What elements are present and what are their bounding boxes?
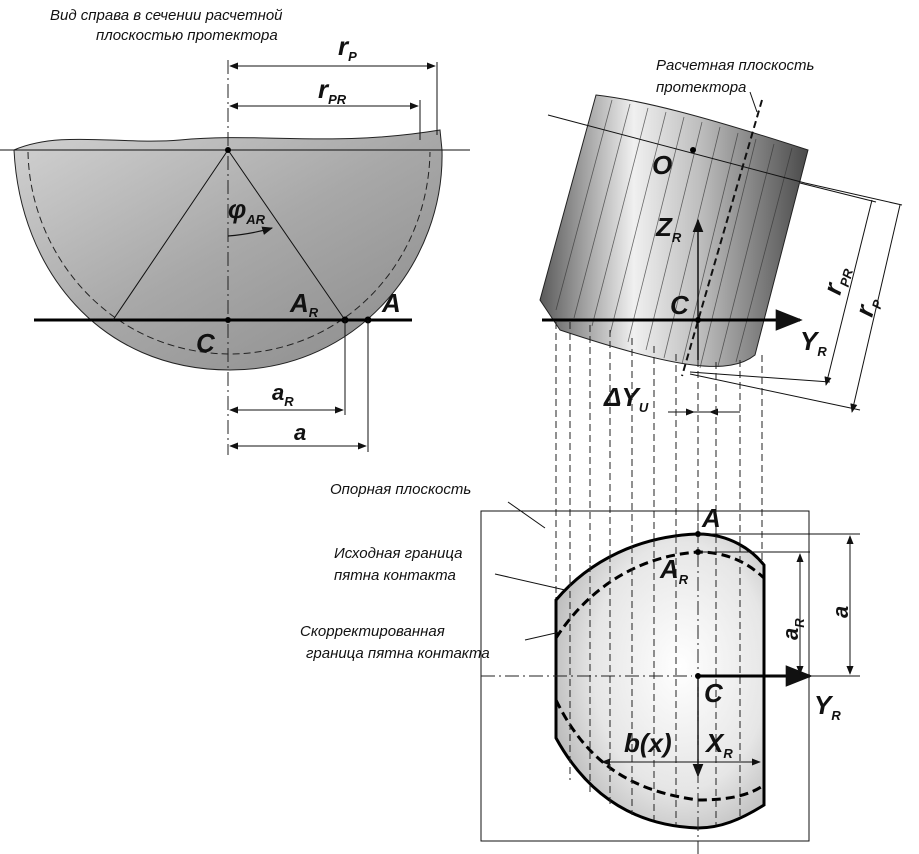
rp-tilt-dim [850,204,901,413]
left-section-view: Вид справа в сечении расчетной плоскость… [0,7,470,455]
label-yr-right: YR [800,326,827,359]
corrected-boundary-line2: граница пятна контакта [306,645,490,662]
bottom-ar-dot [695,549,701,555]
right-c-dot [695,317,701,323]
label-xr: XR [704,728,733,761]
support-leader [507,501,546,529]
label-rp: rP [338,31,357,64]
left-caption-line1: Вид справа в сечении расчетной [50,7,283,24]
label-c-right: C [670,290,690,320]
corrected-boundary-line1: Скорректированная [300,623,445,640]
label-c-left: C [196,328,216,358]
label-ar-dim: aR [272,380,294,409]
label-rpr-tilt: rPR [817,262,856,298]
rpr-tilt-top [799,182,877,203]
initial-leader [494,573,566,591]
tread-plane-line [681,99,763,377]
patch-stripes [569,536,741,825]
plane-leader [749,91,758,113]
label-bx: b(x) [624,728,672,758]
corrected-leader [524,631,561,641]
label-a-bottom: A [701,503,721,533]
cylinder-stripes [555,99,793,369]
label-ar-bottom: AR [659,554,689,587]
rp-tilt-top [804,182,903,206]
label-a-dim-bottom: a [828,606,853,618]
rpr-tilt-dim [824,199,873,386]
support-plane-label: Опорная плоскость [330,481,471,498]
left-caption-line2: плоскостью протектора [96,27,278,44]
left-center-dot [225,147,231,153]
bottom-contact-view: Опорная плоскость Исходная граница пятна… [300,481,860,854]
label-a-left: A [381,288,401,318]
label-phi: φAR [228,194,266,227]
cylinder-body [539,94,809,367]
right-tilted-view: Расчетная плоскость протектора O ZR C YR… [539,57,903,416]
rpr-tilt-ext [689,371,831,383]
label-zr: ZR [655,212,682,245]
contact-patch [554,532,766,830]
bottom-c-dot [695,673,701,679]
left-tire-section [13,129,443,371]
initial-boundary [554,550,766,802]
label-o: O [652,150,672,180]
label-a-dim: a [294,420,306,445]
label-c-bottom: C [704,678,724,708]
plane-caption-line1: Расчетная плоскость [656,57,815,74]
label-delta-y: ΔYU [603,382,649,415]
label-rpr: rPR [318,74,347,107]
cylinder-axis-line [547,114,806,184]
initial-boundary-line2: пятна контакта [334,567,456,584]
rp-tilt-ext [689,373,861,411]
phi-angle-arc [227,226,274,237]
plane-caption-line2: протектора [656,79,746,96]
projection-lines [555,322,763,640]
label-ar-left: AR [289,288,319,320]
initial-boundary-line1: Исходная граница [334,545,462,562]
o-dot [690,147,696,153]
left-c-dot [225,317,231,323]
label-ar-dim-bottom: aR [778,618,807,640]
bottom-a-dot [695,531,701,537]
label-yr-bottom: YR [814,690,841,723]
label-rp-tilt: rP [849,293,886,320]
